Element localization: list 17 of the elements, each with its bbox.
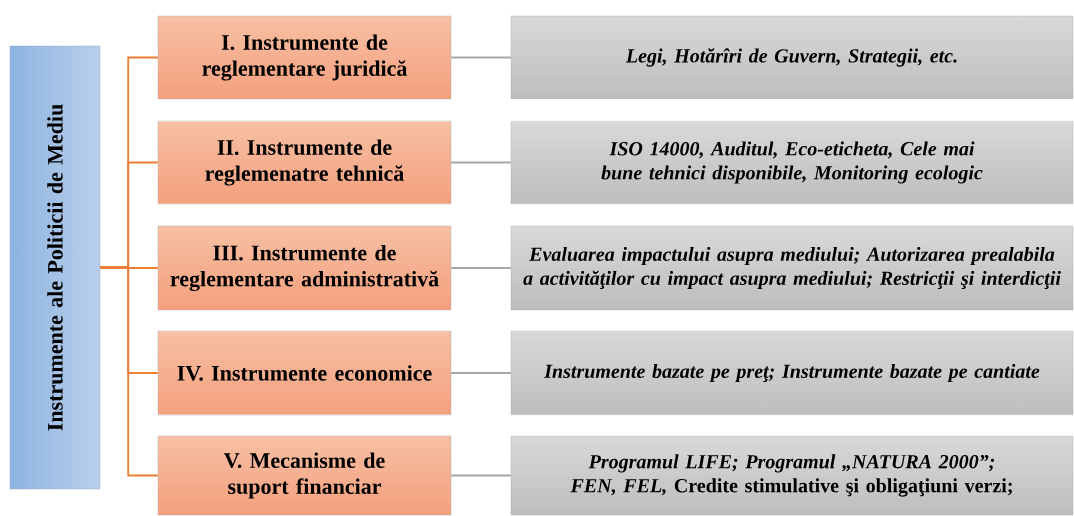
connector-line: [450, 56, 512, 59]
category-box: IV. Instrumente economice: [157, 330, 452, 416]
category-box: V. Mecanisme de suport financiar: [157, 435, 452, 516]
example-box: ISO 14000, Auditul, Eco-eticheta, Cele mai bune tehnici disponibile, Monitoring ecologic: [510, 120, 1074, 205]
example-box: Evaluarea impactului asupra mediului; Autorizarea prealabila a activităţilor cu impact asupra mediului; Restricţii şi interdicţii: [510, 225, 1074, 311]
category-box: II. Instrumente de reglemenatre tehnică: [157, 120, 452, 205]
category-box: I. Instrumente de reglementare juridică: [157, 15, 452, 100]
example-box: Programul LIFE; Programul „NATURA 2000”; FEN, FEL, Credite stimulative şi obligaţiuni verzi;: [510, 435, 1074, 516]
example-box: Instrumente bazate pe preţ; Instrumente bazate pe cantiate: [510, 330, 1074, 416]
connector-line: [450, 267, 512, 269]
example-box: Legi, Hotărîri de Guvern, Strategii, etc.: [510, 15, 1074, 100]
connector-line: [450, 161, 512, 164]
connector-line: [99, 266, 159, 477]
category-box: III. Instrumente de reglementare administrativă: [157, 225, 452, 311]
connector-line: [450, 372, 512, 374]
root-box: Instrumente ale Politicii de Mediu: [9, 45, 101, 490]
connector-line: [450, 474, 512, 477]
